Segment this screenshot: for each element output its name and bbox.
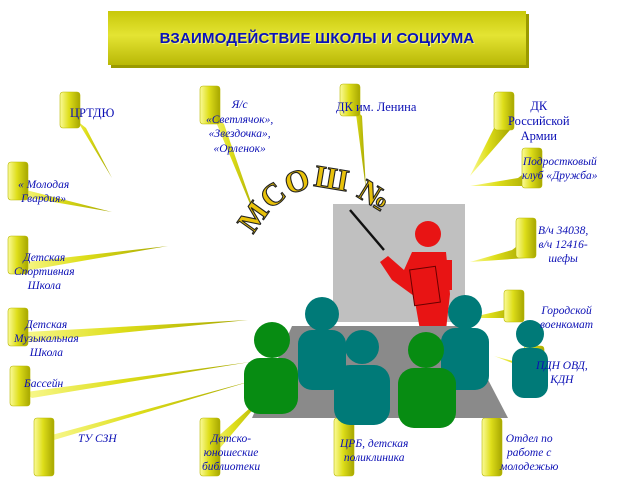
callout-music-school <box>7 307 248 347</box>
label-dk-army: ДК Российской Армии <box>508 99 570 143</box>
label-police: ПДН ОВД, КДН <box>536 360 588 386</box>
callout-youth-guard <box>7 161 112 212</box>
label-crtdyu: ЦРТДЮ <box>70 106 115 120</box>
person-teal-4 <box>334 330 390 425</box>
classroom-clipart <box>244 204 548 428</box>
pointer-stick <box>349 209 385 251</box>
label-kindergartens: Я/с «Светлячок», «Звездочка», «Орленок» <box>206 99 274 155</box>
person-teal-2 <box>441 295 489 390</box>
callout-crtdyu <box>59 91 112 178</box>
callout-teen-club <box>470 147 543 189</box>
label-social-protection: ТУ СЗН <box>78 433 117 445</box>
person-teal-3 <box>512 320 548 398</box>
label-libraries: Детско- юношеские библиотеки <box>202 433 261 473</box>
label-youth-guard: « Молодая Гвардия» <box>18 179 70 205</box>
label-military-units: В/ч 34038, в/ч 12416- шефы <box>538 225 589 265</box>
label-sport-school: Детская Спортивная Школа <box>14 252 75 292</box>
callout-kindergartens <box>199 85 260 228</box>
page-title: ВЗАИМОДЕЙСТВИЕ ШКОЛЫ И СОЦИУМА <box>159 29 475 47</box>
callout-sport-school <box>7 235 168 275</box>
person-green-1 <box>244 322 298 414</box>
callout-military-office <box>468 289 525 323</box>
callout-military-units <box>470 217 537 262</box>
title-banner: ВЗАИМОДЕЙСТВИЕ ШКОЛЫ И СОЦИУМА <box>108 11 526 65</box>
label-hospital: ЦРБ, детская поликлиника <box>340 438 409 464</box>
person-teal-1 <box>298 297 346 390</box>
label-military-office: Городской военкомат <box>540 305 594 331</box>
label-pool: Бассейн <box>24 378 64 390</box>
label-dk-lenina: ДК им. Ленина <box>336 100 417 114</box>
callout-social-protection <box>33 380 255 477</box>
label-teen-club: Подростковый клуб «Дружба» <box>522 156 598 182</box>
label-music-school: Детская Музыкальная Школа <box>14 319 79 359</box>
teacher-book <box>409 265 441 307</box>
callout-dk-lenina <box>339 83 366 190</box>
person-green-2 <box>398 332 456 428</box>
callout-pool <box>9 362 250 407</box>
callout-dk-army <box>470 91 515 176</box>
label-youth-dept: Отдел по работе с молодежью <box>500 433 559 473</box>
